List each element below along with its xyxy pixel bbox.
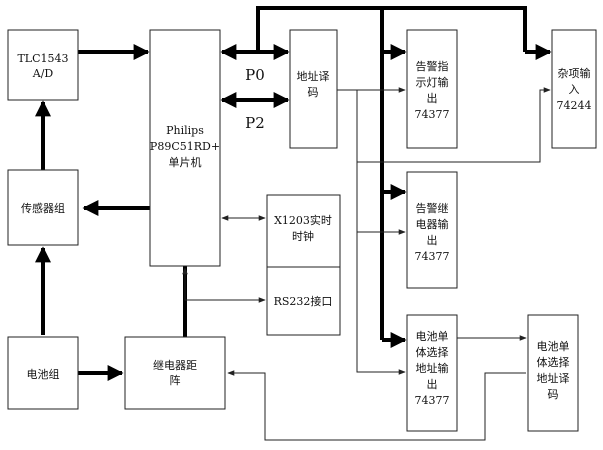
cell-output-label-5: 74377 — [415, 394, 450, 407]
decode-label-1: 地址译 — [297, 69, 330, 83]
mcu-label-2: P89C51RD+ — [150, 140, 220, 153]
sensor-label: 传感器组 — [21, 201, 65, 215]
rtc-label-1: X1203实时 — [274, 213, 332, 227]
alarm-relay-label-2: 电器输 — [416, 217, 449, 231]
decode-to-cell-select-line — [356, 232, 406, 375]
cell-output-label-2: 体选择 — [416, 345, 449, 359]
rs232-label: RS232接口 — [274, 295, 333, 308]
cell-output-label-3: 地址输 — [416, 361, 449, 375]
port-p2-label: P2 — [245, 114, 265, 132]
battery-label: 电池组 — [27, 367, 60, 381]
decode-to-misc-line — [337, 87, 551, 163]
alarm-relay-label-4: 74377 — [415, 250, 450, 263]
block-address-decode: 地址译 码 — [289, 29, 338, 149]
mcu-label-1: Philips — [166, 124, 204, 137]
block-adc: TLC1543 A/D — [7, 29, 79, 101]
misc-label-3: 74244 — [557, 99, 592, 112]
data-bus-top — [256, 6, 527, 52]
decode-label-2: 码 — [308, 86, 319, 99]
relay-label-2: 阵 — [170, 373, 181, 387]
block-relay-matrix: 继电器距 阵 — [124, 336, 226, 410]
mcu-label-3: 单片机 — [169, 155, 202, 169]
cell-decode-to-relay-line — [227, 370, 526, 441]
port-p0-label: P0 — [245, 66, 265, 84]
cell-output-label-4: 出 — [427, 377, 438, 391]
cell-decode-label-4: 码 — [548, 388, 559, 401]
thin-connections — [182, 87, 551, 441]
alarm-light-label-4: 74377 — [415, 108, 450, 121]
block-sensor: 传感器组 — [7, 169, 79, 246]
adc-label-2: A/D — [32, 67, 54, 80]
block-misc-input: 杂项输 入 74244 — [551, 29, 597, 149]
alarm-relay-label-3: 出 — [427, 233, 438, 247]
adc-label-1: TLC1543 — [17, 52, 68, 65]
relay-label-1: 继电器距 — [153, 359, 197, 372]
block-cell-select-decode: 电池单 体选择 地址译 码 — [527, 314, 579, 432]
mcu-rs232-line — [182, 267, 266, 303]
block-mcu: Philips P89C51RD+ 单片机 — [149, 29, 221, 267]
misc-label-2: 入 — [569, 83, 580, 96]
block-rs232: RS232接口 — [266, 266, 341, 336]
cell-output-label-1: 电池单 — [416, 330, 449, 343]
block-rtc: X1203实时 时钟 — [266, 194, 341, 268]
rtc-label-2: 时钟 — [292, 229, 314, 243]
alarm-light-label-2: 示灯输 — [416, 75, 449, 89]
block-battery: 电池组 — [7, 336, 79, 410]
cell-decode-label-2: 体选择 — [537, 355, 570, 369]
alarm-light-label-3: 出 — [427, 91, 438, 105]
alarm-relay-label-1: 告警继 — [416, 201, 449, 215]
block-cell-select-output: 电池单 体选择 地址输 出 74377 — [406, 314, 458, 432]
cell-decode-label-3: 地址译 — [537, 371, 570, 385]
cell-decode-label-1: 电池单 — [537, 340, 570, 353]
misc-label-1: 杂项输 — [558, 66, 591, 80]
alarm-light-label-1: 告警指 — [416, 59, 449, 73]
block-alarm-relay-output: 告警继 电器输 出 74377 — [406, 171, 458, 289]
block-alarm-light-output: 告警指 示灯输 出 74377 — [406, 29, 458, 149]
